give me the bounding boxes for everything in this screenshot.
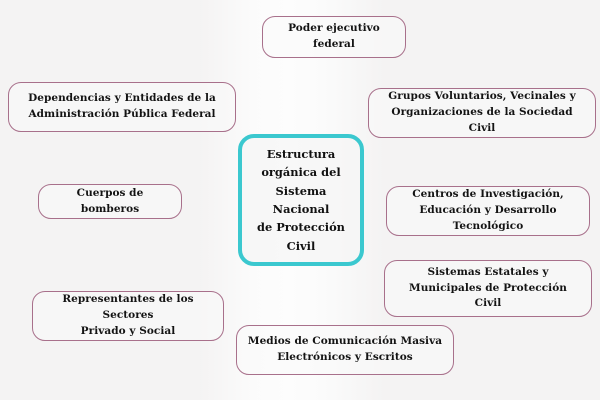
node-label: Cuerpos de bomberos	[76, 186, 144, 215]
node-cuerpos-bomberos[interactable]: Cuerpos de bomberos	[38, 184, 182, 219]
node-centros-investigacion[interactable]: Centros de Investigación,Educación y Des…	[386, 186, 590, 236]
node-label: Centros de Investigación,Educación y Des…	[412, 188, 564, 232]
